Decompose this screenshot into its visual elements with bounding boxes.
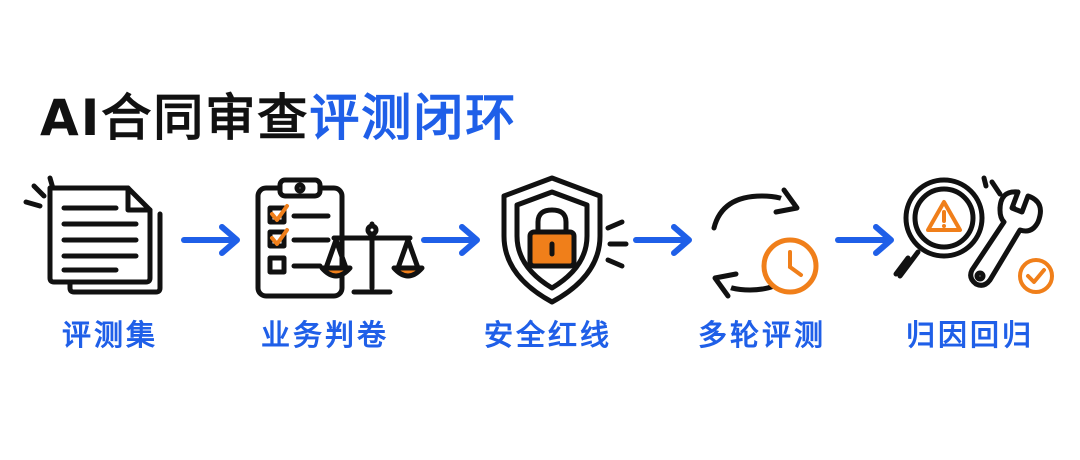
- arrow-icon: [421, 224, 480, 256]
- step-multi-round-evaluation: [700, 172, 880, 312]
- title-part-2: 评测闭环: [309, 89, 518, 147]
- cycle-clock-icon: [711, 187, 819, 299]
- magnifier-wrench-icon: [893, 175, 1054, 294]
- arrow-icon: [835, 224, 894, 256]
- label-attribution-regression: 归因回归: [905, 318, 1034, 352]
- page-title: AI合同审查评测闭环: [40, 88, 517, 148]
- step-safety-redline: [480, 172, 660, 312]
- shield-lock-icon: [501, 175, 629, 305]
- label-safety-redline: 安全红线: [483, 318, 612, 352]
- label-business-grading: 业务判卷: [260, 318, 389, 352]
- documents-icon: [23, 175, 163, 295]
- step-attribution-regression: [888, 172, 1068, 312]
- arrow-icon: [633, 224, 692, 256]
- label-multi-round-evaluation: 多轮评测: [697, 318, 826, 352]
- label-evaluation-set: 评测集: [61, 318, 158, 352]
- step-business-grading: [250, 172, 430, 312]
- checklist-scale-icon: [255, 177, 425, 299]
- step-evaluation-set: [20, 172, 200, 312]
- title-part-1: AI合同审查: [40, 89, 310, 147]
- arrow-icon: [181, 224, 240, 256]
